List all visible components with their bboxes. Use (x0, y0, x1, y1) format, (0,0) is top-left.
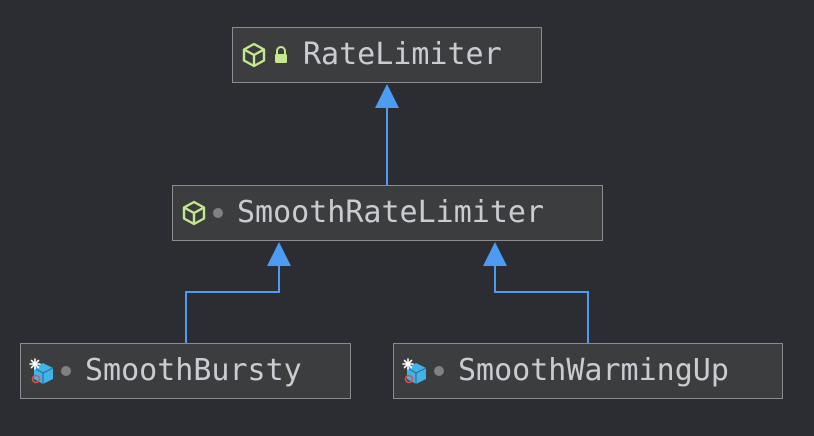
arrowhead-rate-limiter (375, 84, 399, 108)
node-rate-limiter[interactable]: RateLimiter (232, 27, 542, 83)
node-label: RateLimiter (303, 37, 502, 72)
interface-cube-icon (182, 200, 206, 226)
static-class-icon (402, 358, 427, 384)
node-label: SmoothBursty (85, 353, 302, 388)
node-smooth-bursty[interactable]: SmoothBursty (20, 343, 351, 399)
interface-cube-icon (242, 42, 266, 68)
node-smooth-warming-up[interactable]: SmoothWarmingUp (393, 343, 783, 399)
arrowhead-smooth-rate-limiter-right (483, 242, 507, 266)
edge-smooth-bursty-to-smooth-rate-limiter (185, 265, 280, 343)
node-label: SmoothRateLimiter (237, 195, 545, 230)
package-private-dot-icon (61, 366, 71, 376)
node-label: SmoothWarmingUp (458, 353, 729, 388)
package-private-dot-icon (434, 366, 444, 376)
arrowhead-smooth-rate-limiter-left (267, 242, 291, 266)
node-smooth-rate-limiter[interactable]: SmoothRateLimiter (172, 185, 603, 241)
edge-smooth-warming-up-to-smooth-rate-limiter (494, 265, 589, 343)
package-private-dot-icon (213, 208, 223, 218)
lock-icon (275, 46, 287, 63)
static-class-icon (29, 358, 54, 384)
